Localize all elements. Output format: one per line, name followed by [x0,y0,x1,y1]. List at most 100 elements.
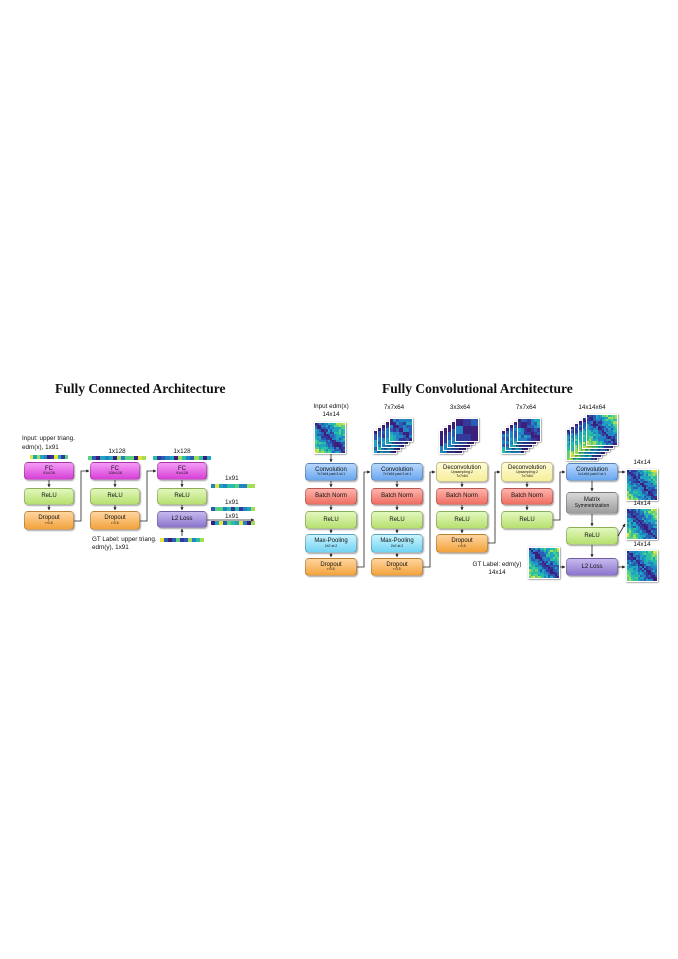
fcn-maxpool-2-params: 2x2 st:2 [390,543,404,548]
matrix-cell [635,551,638,554]
matrix-cell [315,427,318,430]
matrix-cell [637,578,640,581]
matrix-cell [579,446,582,449]
fc-col2-vector [88,456,146,460]
matrix-cell [637,532,640,535]
matrix-cell [535,573,538,576]
matrix-cell [541,573,544,576]
matrix-cell [631,526,634,529]
matrix-cell [332,442,335,445]
matrix-cell [541,571,544,574]
matrix-cell [635,470,638,473]
fcn-l2-loss: L2 Loss [566,558,618,576]
matrix-cell [639,484,642,488]
vector-cell [184,538,188,542]
matrix-cell [334,433,337,436]
vector-cell [168,538,172,542]
fc-gt-dim: edm(y), 1x91 [92,544,129,551]
matrix-cell [587,434,590,437]
matrix-cell [635,491,638,494]
matrix-cell [543,552,547,555]
matrix-cell [635,487,638,490]
matrix-cell [530,434,534,438]
matrix-cell [537,565,540,568]
matrix-cell [597,432,600,435]
vector-cell [61,455,65,459]
matrix-cell [652,578,655,581]
matrix-cell [635,534,638,537]
matrix-cell [654,563,657,566]
matrix-cell [546,548,549,551]
matrix-cell [650,489,653,492]
matrix-cell [614,425,617,428]
matrix-cell [327,450,330,453]
matrix-cell [506,446,510,450]
fcn-dim-3: 7x7x64 [515,404,537,411]
matrix-cell [633,523,636,527]
matrix-cell [639,489,642,492]
matrix-cell [530,437,534,441]
matrix-cell [654,482,657,485]
matrix-cell [334,435,337,438]
matrix-cell [535,569,538,572]
matrix-cell [648,526,651,529]
matrix-cell [543,571,547,574]
matrix-cell [530,422,534,426]
matrix-cell [554,573,557,576]
fcn-batchnorm-3-label: Batch Norm [446,493,478,500]
matrix-cell [537,558,540,561]
matrix-cell [583,441,586,444]
matrix-cell [567,434,570,437]
matrix-cell [591,438,594,441]
matrix-cell [396,434,400,438]
matrix-cell [323,427,326,430]
matrix-cell [650,480,653,483]
matrix-cell [334,423,337,426]
matrix-cell [644,517,647,520]
matrix-cell [635,572,638,575]
matrix-cell [627,572,630,575]
matrix-cell [606,417,609,420]
matrix-cell [644,561,647,564]
matrix-cell [552,548,555,551]
matrix-cell [396,422,400,426]
matrix-cell [641,526,645,529]
matrix-cell [521,434,525,438]
matrix-cell [610,442,613,445]
matrix-cell [627,551,630,554]
fcn-conv-3-label: Convolution [576,466,608,473]
matrix-cell [327,423,330,426]
matrix-cell [325,450,328,453]
matrix-cell [650,484,653,488]
matrix-cell [546,552,549,555]
matrix-cell [595,436,598,439]
vector-cell [196,538,200,542]
matrix-cell [408,419,412,423]
matrix-cell [629,482,632,485]
matrix-cell [537,548,540,551]
matrix-cell [593,421,596,424]
matrix-cell [386,440,390,444]
matrix-cell [631,578,634,581]
matrix-cell [539,562,542,566]
matrix-cell [546,569,549,572]
matrix-cell [612,442,615,445]
matrix-cell [641,555,645,558]
matrix-cell [319,444,322,447]
matrix-cell [633,576,636,579]
fcn-input-label: Input edm(x) [313,403,349,410]
matrix-cell [597,417,600,420]
matrix-cell [604,425,607,428]
matrix-cell [637,519,640,522]
matrix-cell [535,558,538,561]
matrix-cell [587,451,590,454]
matrix-cell [644,472,647,475]
matrix-cell [654,572,657,575]
matrix-cell [550,567,553,570]
matrix-cell [550,550,553,553]
matrix-cell [546,567,549,570]
matrix-cell [512,446,516,450]
matrix-cell [629,513,632,516]
matrix-cell [583,445,586,448]
matrix-cell [550,575,553,578]
